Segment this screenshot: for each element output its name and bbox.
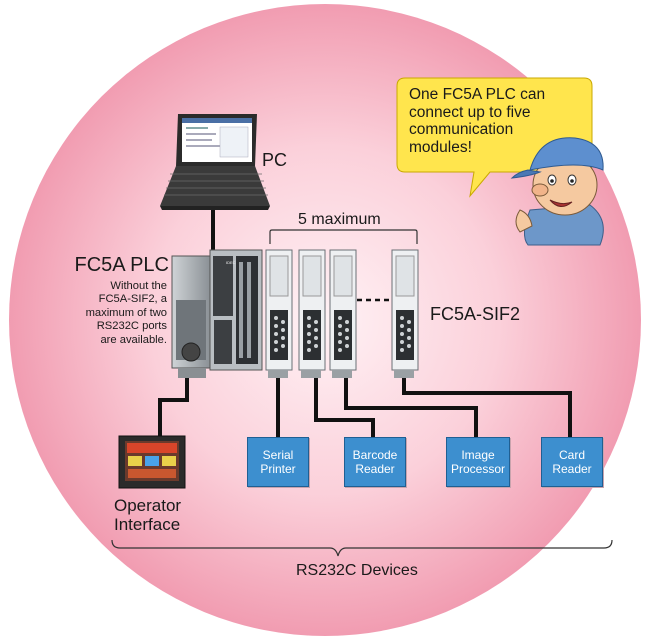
maximum-label: 5 maximum — [298, 211, 381, 228]
plc-note-line: RS232C ports — [96, 320, 167, 333]
device-line: Processor — [450, 462, 506, 476]
bubble-line: communication — [409, 121, 514, 138]
operator-label-line: Operator — [114, 496, 182, 515]
module-icon-5 — [391, 249, 419, 378]
svg-text:IDEC: IDEC — [226, 260, 236, 265]
plc-unit-icon: IDEC — [171, 249, 263, 378]
rs232c-bracket — [111, 539, 613, 557]
operator-label: Operator Interface — [114, 496, 182, 534]
plc-note-line: FC5A-SIF2, a — [98, 293, 167, 306]
plc-note-line: maximum of two — [85, 306, 167, 319]
device-line: Reader — [552, 462, 592, 476]
operator-cable — [158, 372, 189, 440]
bubble-line: connect up to five — [409, 103, 531, 121]
pc-label: PC — [262, 150, 288, 170]
image-cable — [344, 378, 478, 438]
module-icon-2 — [298, 249, 326, 378]
device-line: Reader — [355, 462, 395, 476]
maximum-bracket — [269, 229, 418, 244]
cables — [158, 208, 572, 440]
device-line: Image — [461, 447, 495, 462]
barcode-cable — [314, 378, 375, 438]
plc-note: Without the FC5A-SIF2, a maximum of two … — [40, 280, 167, 347]
bubble-line: modules! — [409, 138, 472, 156]
laptop-icon — [160, 114, 270, 210]
module-icon-3 — [329, 249, 357, 378]
bubble-line: One FC5A PLC can — [409, 86, 546, 103]
speech-bubble-text: One FC5A PLC can connect up to five comm… — [409, 86, 545, 156]
operator-interface-icon — [118, 435, 186, 489]
module-icon-1 — [265, 249, 293, 378]
module-label: FC5A-SIF2 — [430, 304, 521, 324]
device-line: Serial — [262, 447, 294, 462]
plc-title: FC5A PLC — [74, 254, 169, 276]
operator-label-line: Interface — [114, 514, 181, 534]
device-line: Printer — [260, 462, 296, 476]
worker-character-icon — [510, 137, 604, 246]
rs232c-label: RS232C Devices — [296, 562, 418, 579]
device-line: Card — [558, 447, 585, 462]
plc-note-line: are available. — [100, 333, 167, 346]
plc-note-line: Without the — [110, 280, 167, 292]
device-line: Barcode — [352, 447, 398, 462]
card-cable — [402, 378, 572, 438]
